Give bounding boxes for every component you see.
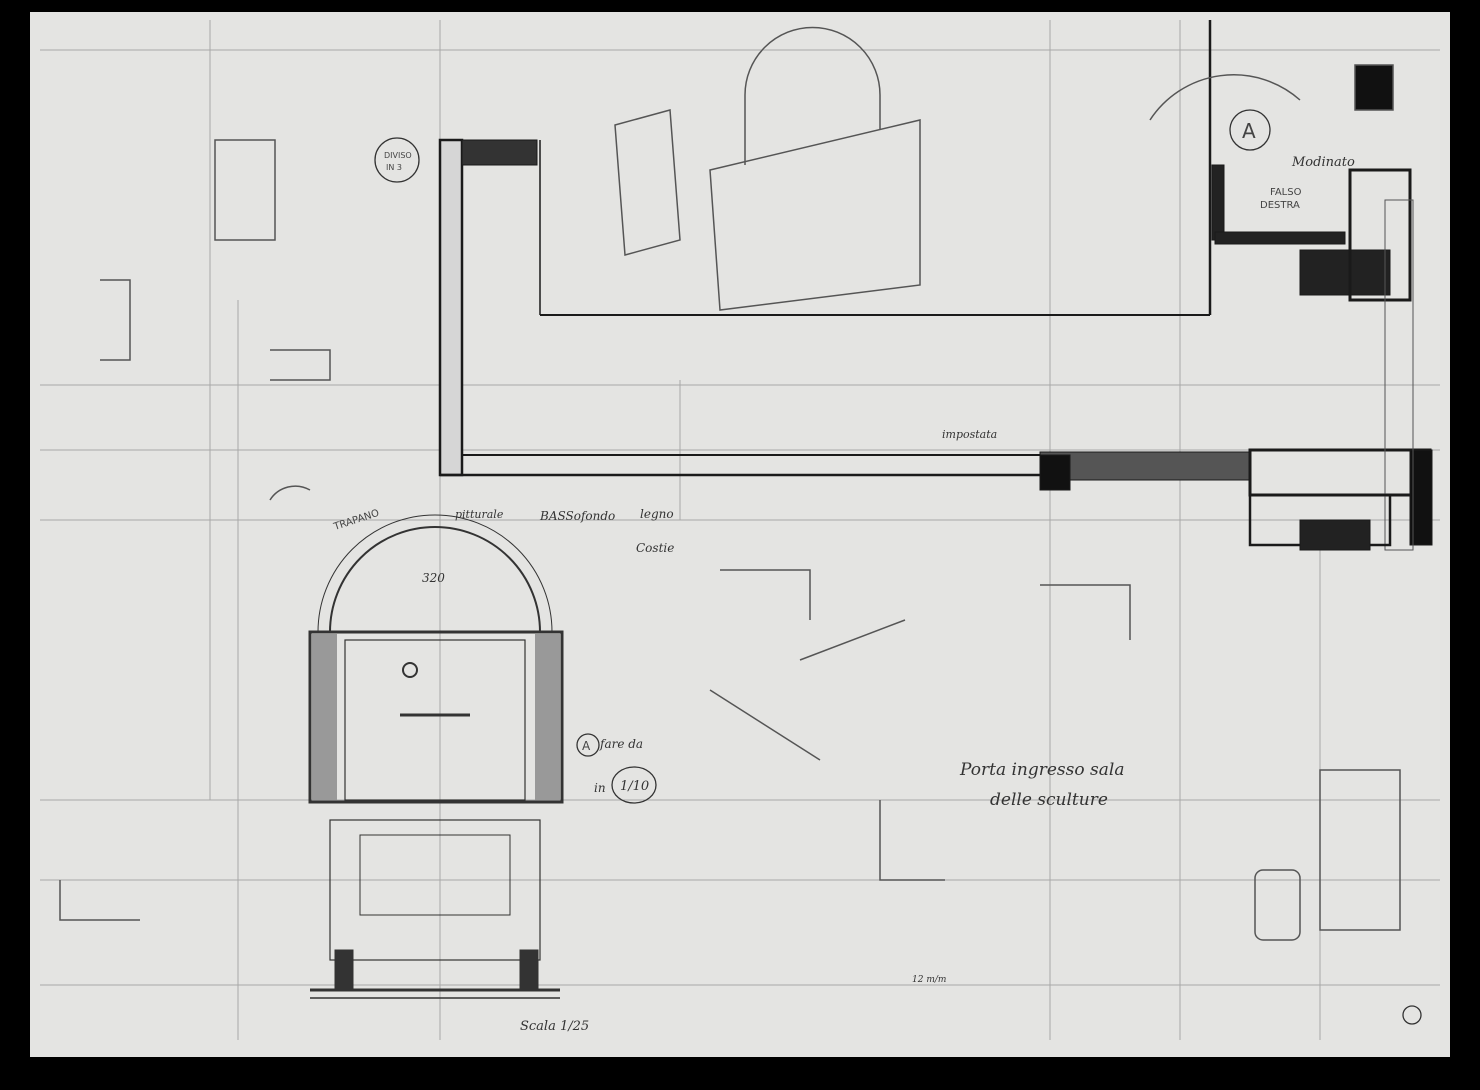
plan-walls <box>438 20 1433 551</box>
title-line-2: delle sculture <box>990 790 1108 810</box>
legno-note: legno <box>640 507 674 521</box>
detail-scale: 1/10 <box>620 779 649 794</box>
paper-sheet <box>30 12 1450 1057</box>
diviso-note-1: DIVISO <box>384 151 412 160</box>
arch-dimension: 320 <box>422 571 445 585</box>
scale-label: Scala 1/25 <box>520 1019 589 1034</box>
detail-marker: A <box>1242 119 1256 143</box>
diviso-note-2: IN 3 <box>386 163 402 172</box>
pitturale-note: pitturale <box>455 508 504 521</box>
bassofondo-note: BASSofondo <box>539 509 615 523</box>
marker-circles <box>374 109 1422 1025</box>
detail-note: fare da <box>599 737 643 751</box>
sketch-details <box>59 26 1401 941</box>
modinato-note: Modinato <box>1291 155 1355 170</box>
bottom-dimension: 12 m/m <box>912 975 946 985</box>
detail-marker-arch: A <box>582 739 591 753</box>
title-line-1: Porta ingresso sala <box>959 760 1124 780</box>
detail-note-2: in <box>594 781 606 795</box>
impostata-note: impostata <box>942 428 997 441</box>
door-elevation <box>308 514 564 999</box>
falso-note-1: FALSO <box>1270 187 1302 198</box>
falso-note-2: DESTRA <box>1260 200 1300 211</box>
costie-note: Costie <box>636 541 674 555</box>
